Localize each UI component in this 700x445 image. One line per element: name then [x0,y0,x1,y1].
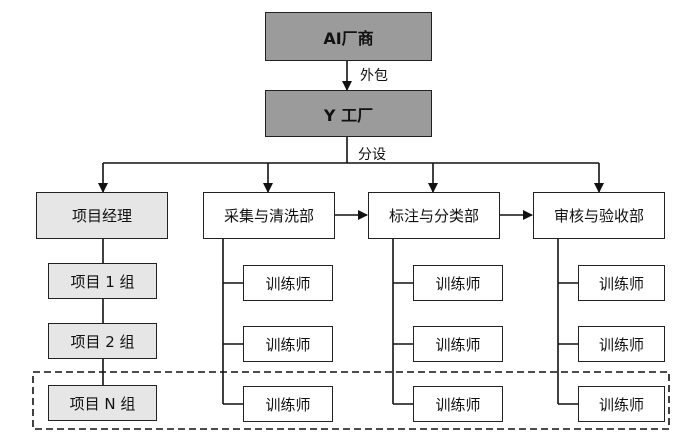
trainer-label: 训练师 [435,274,481,293]
trainer-label: 训练师 [265,395,311,414]
trainer-box: 训练师 [578,265,665,301]
annotate-label: 标注与分类部 [388,207,479,225]
trainer-box: 训练师 [578,326,665,362]
collect-box: 采集与清洗部 [203,192,335,239]
trainer-label: 训练师 [598,335,644,354]
vendor-box: AI厂商 [265,12,432,61]
group-box-n: 项目 N 组 [48,385,157,421]
trainer-box: 训练师 [578,386,665,422]
review-label: 审核与验收部 [553,207,644,225]
trainer-box: 训练师 [243,326,333,362]
trainer-label: 训练师 [435,395,481,414]
setup-label: 分设 [358,147,386,163]
trainer-label: 训练师 [265,335,311,354]
vendor-label: AI厂商 [323,28,374,48]
group-label-n: 项目 N 组 [69,394,136,413]
trainer-box: 训练师 [243,386,333,422]
dashed-highlight-box [32,371,670,430]
group-box-1: 项目 1 组 [48,263,157,299]
trainer-label: 训练师 [598,274,644,293]
trainer-box: 训练师 [413,386,503,422]
trainer-label: 训练师 [435,335,481,354]
group-label-2: 项目 2 组 [70,332,135,351]
trainer-box: 训练师 [243,265,333,301]
collect-label: 采集与清洗部 [223,207,314,225]
factory-box: Y 工厂 [265,90,432,137]
manager-box: 项目经理 [36,192,168,239]
manager-label: 项目经理 [71,207,132,225]
group-label-1: 项目 1 组 [70,272,135,291]
annotate-box: 标注与分类部 [368,192,500,239]
trainer-box: 训练师 [413,326,503,362]
trainer-label: 训练师 [265,274,311,293]
factory-label: Y 工厂 [323,105,374,125]
group-box-2: 项目 2 组 [48,323,157,359]
trainer-box: 训练师 [413,265,503,301]
outsource-label: 外包 [360,68,388,84]
trainer-label: 训练师 [598,395,644,414]
review-box: 审核与验收部 [533,192,665,239]
